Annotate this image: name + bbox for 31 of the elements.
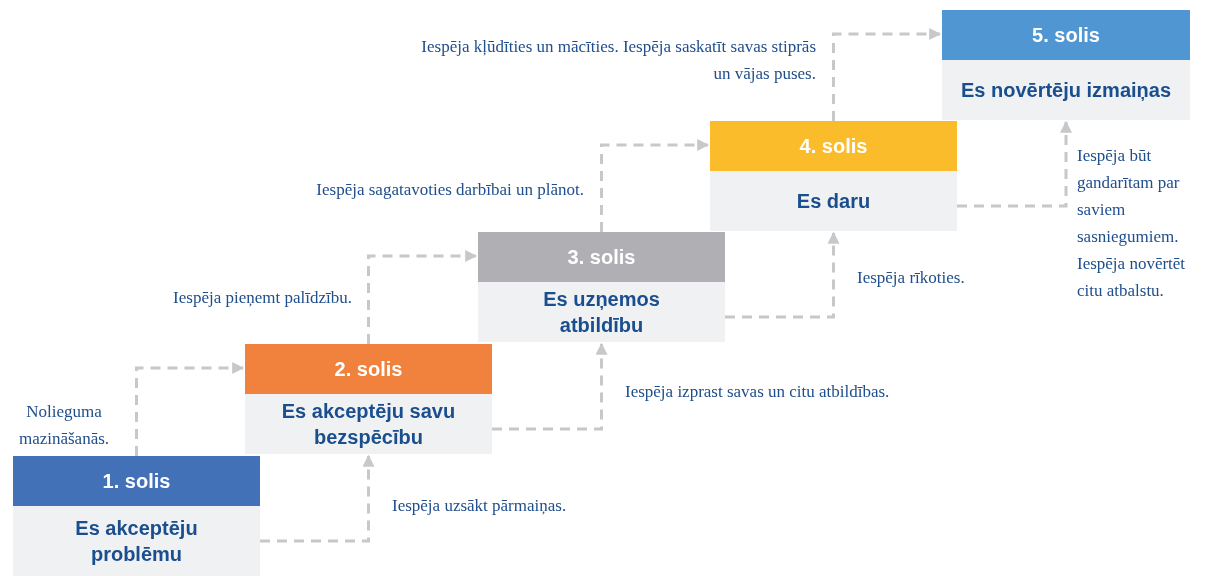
edge-label: Iespēja rīkoties.: [857, 267, 965, 289]
edge-label: Iespēja kļūdīties un mācīties. Iespēja saskatīt savas stiprās un vājas puses.: [420, 36, 816, 85]
dashed-arrow: [832, 28, 942, 121]
step-card: [245, 344, 492, 454]
step-header: 3. solis: [478, 232, 725, 282]
dashed-arrow: [600, 139, 710, 232]
step-header: 5. solis: [942, 10, 1190, 60]
dashed-arrow: [135, 362, 245, 456]
dashed-arrow: [492, 342, 608, 431]
step-header: 1. solis: [13, 456, 260, 506]
edge-label: Iespēja pieņemt palīdzību.: [173, 287, 352, 309]
step-header: 4. solis: [710, 121, 957, 171]
step-card: [13, 456, 260, 576]
dashed-arrow: [367, 250, 478, 344]
dashed-arrow: [725, 231, 840, 319]
step-title: Es akceptēju problēmu: [74, 516, 199, 567]
step-title: Es novērtēju izmaiņas: [960, 78, 1172, 103]
edge-label: Nolieguma mazināšanās.: [17, 401, 111, 450]
dashed-arrow: [260, 454, 375, 543]
step-card: [478, 232, 725, 342]
step-title: Es uzņemos atbildību: [542, 287, 661, 338]
step-card: [710, 121, 957, 231]
edge-label: Iespēja izprast savas un citu atbildības.: [625, 381, 890, 403]
edge-label: Iespēja sagatavoties darbībai un plānot.: [316, 179, 584, 201]
step-card: [942, 10, 1190, 120]
edge-label: Iespēja būt gandarītam par saviem sasniegumiem. Iespēja novērtēt citu atbalstu.: [1077, 145, 1187, 302]
edge-label: Iespēja uzsākt pārmaiņas.: [392, 495, 567, 517]
dashed-arrow: [957, 120, 1072, 208]
step-header: 2. solis: [245, 344, 492, 394]
step-title: Es akceptēju savu bezspēcību: [280, 399, 457, 450]
step-title: Es daru: [796, 189, 871, 214]
